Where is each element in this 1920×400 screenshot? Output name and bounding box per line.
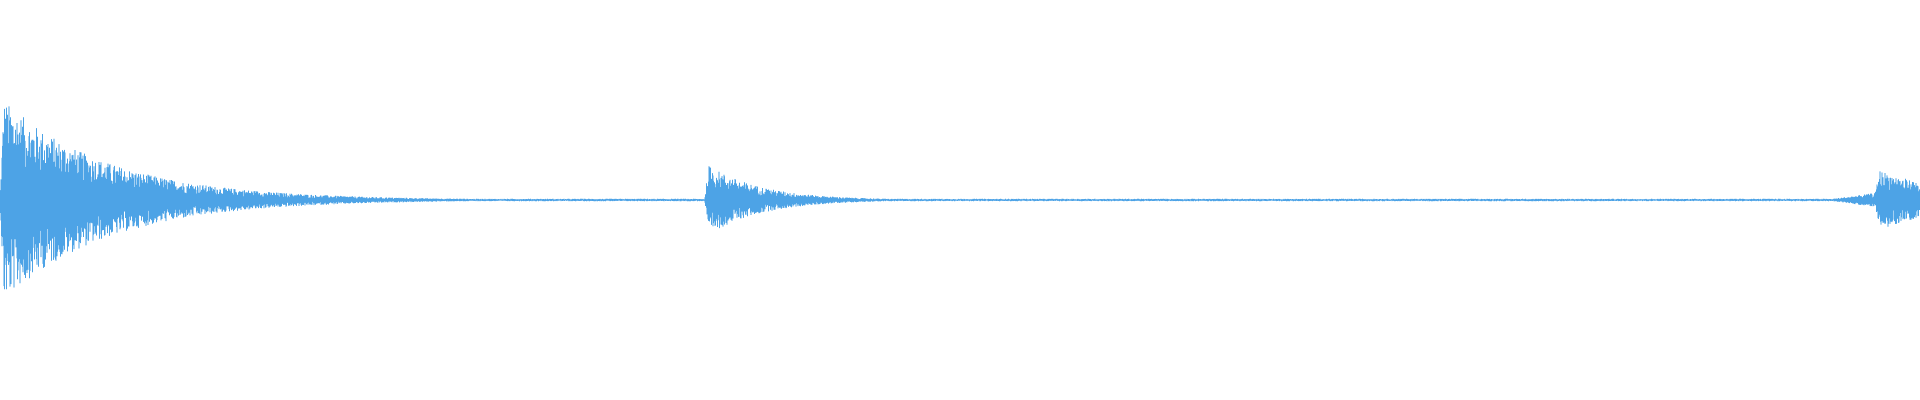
waveform-trace <box>0 106 1920 290</box>
